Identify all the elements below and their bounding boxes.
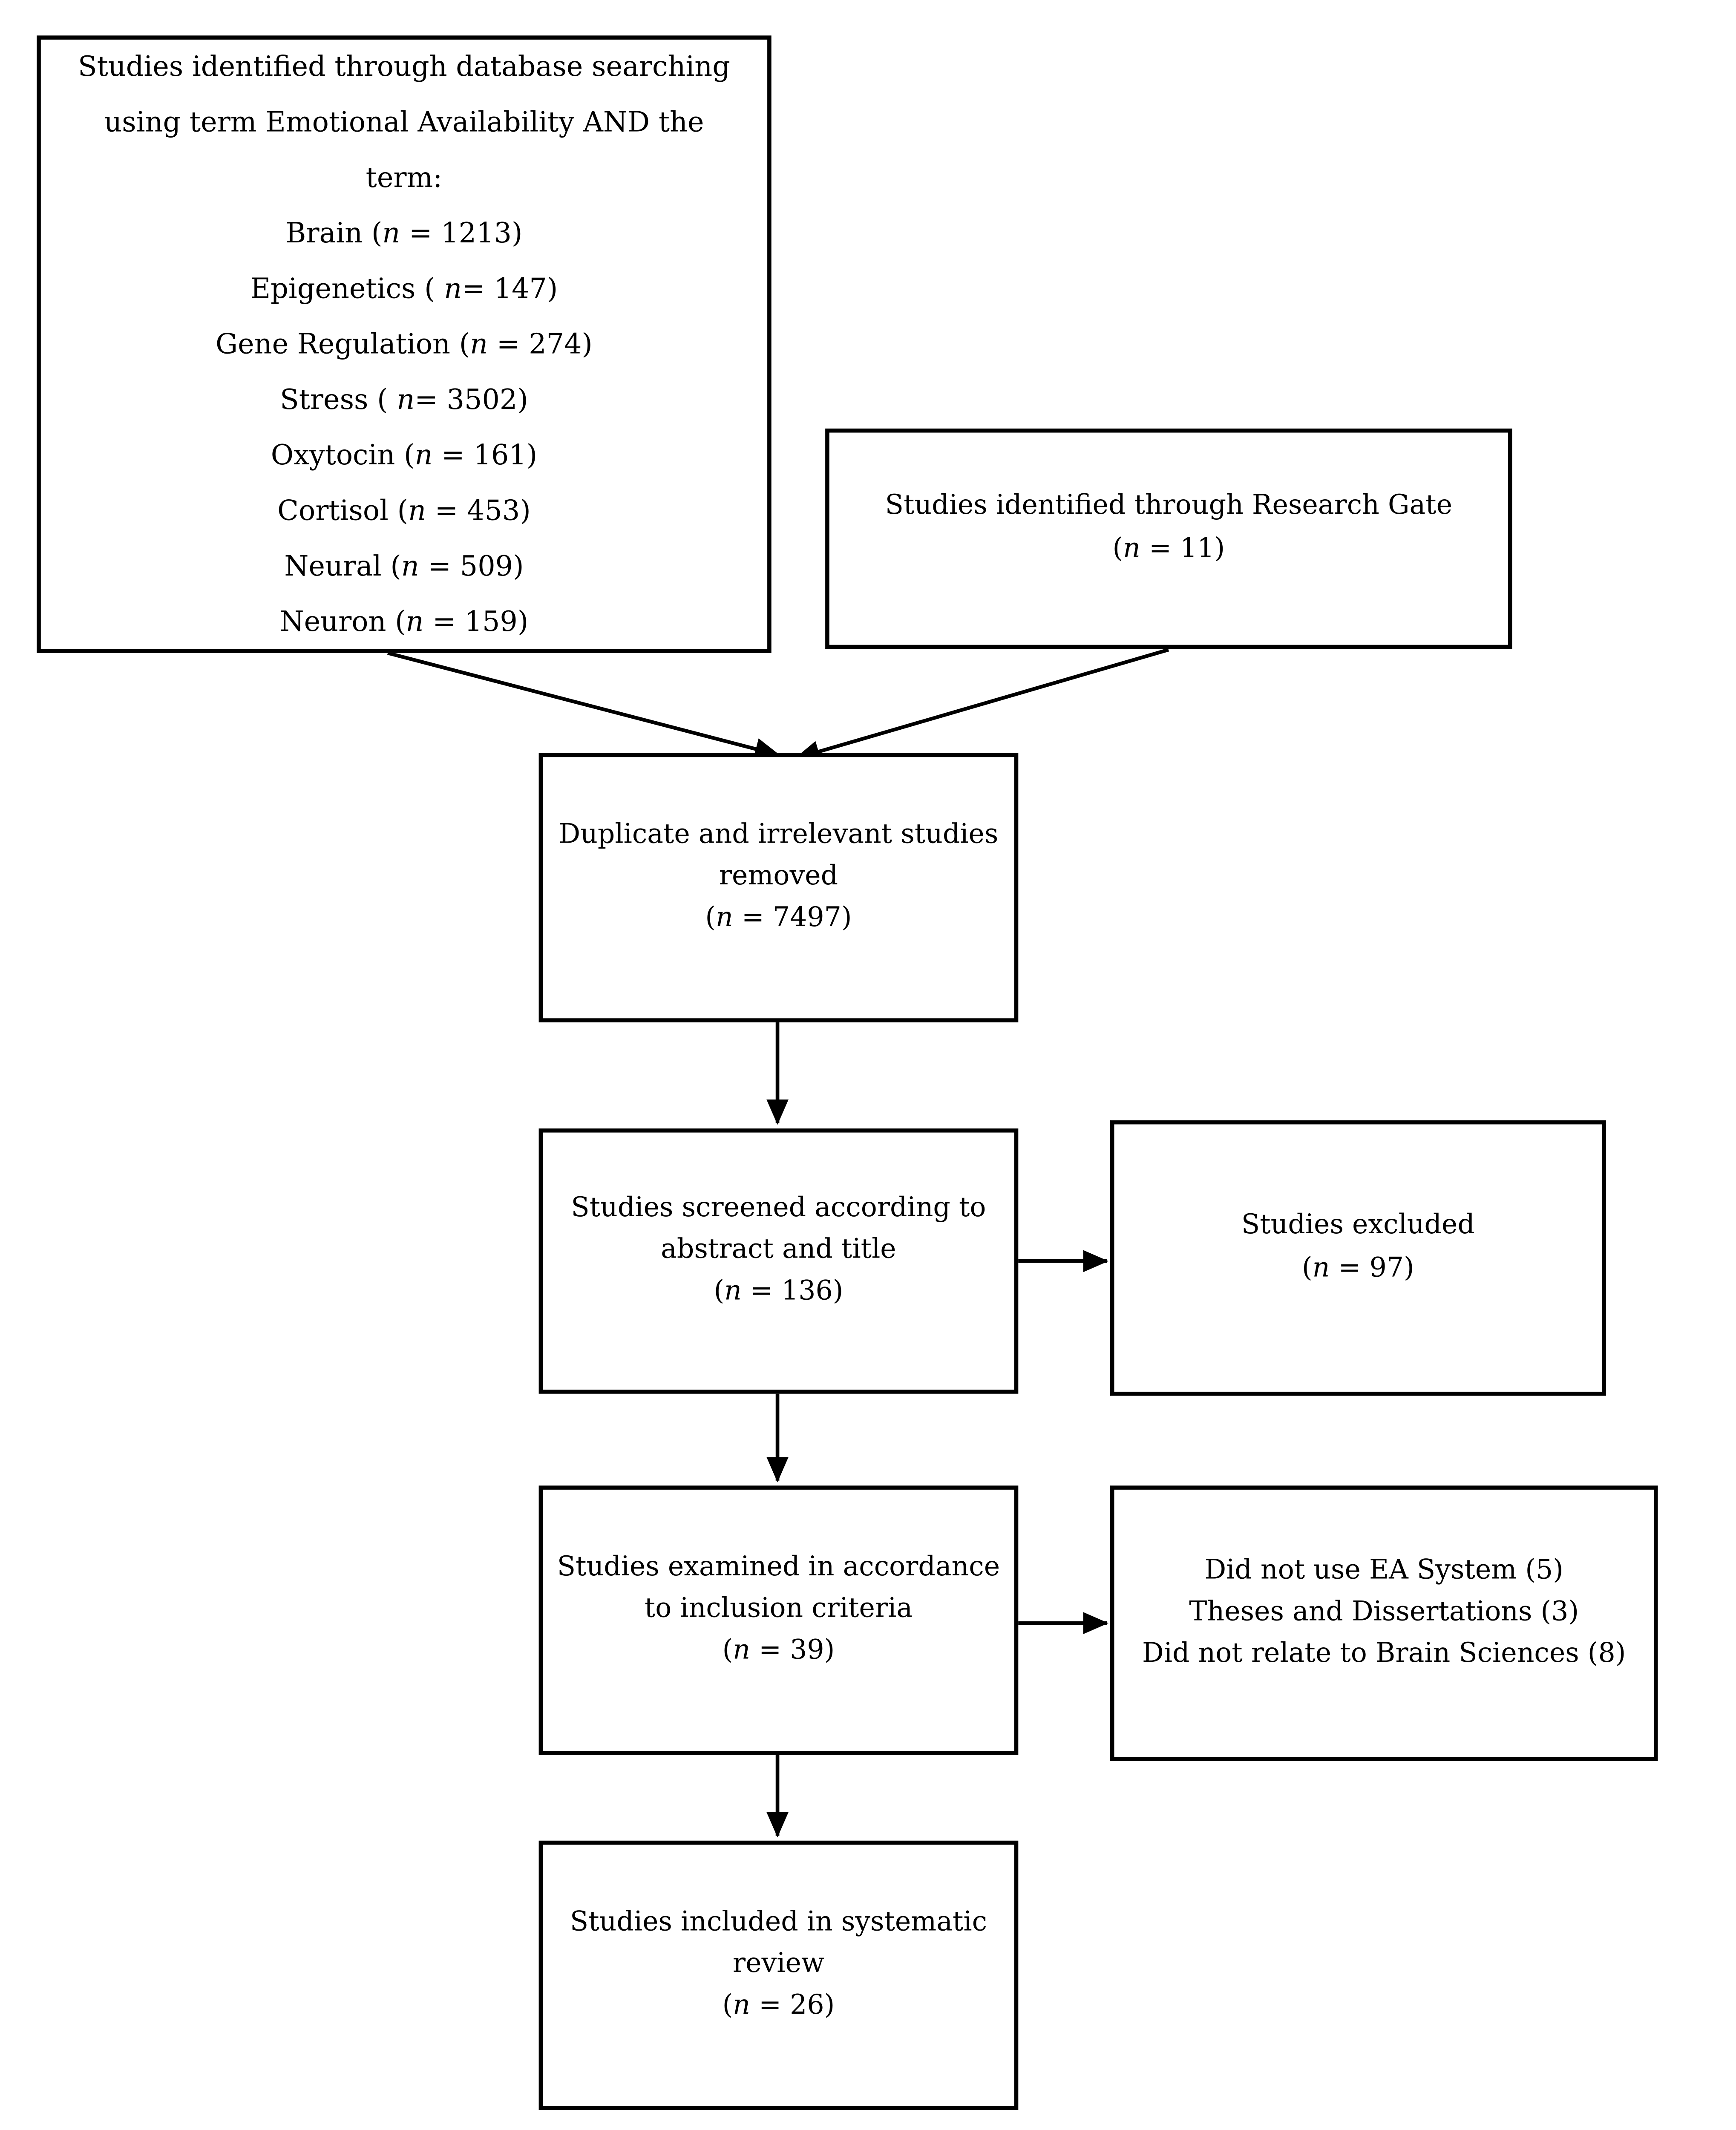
box-studies-excluded-text: Studies excluded (n = 97) xyxy=(1241,1203,1475,1289)
box-screened: Studies screened according to abstract an… xyxy=(538,1128,1019,1394)
text-line: using term Emotional Availability AND th… xyxy=(104,106,704,138)
text-line: Studies identified through database sear… xyxy=(78,50,730,83)
text-line: Gene Regulation (n = 274) xyxy=(216,328,593,360)
text-line: (n = 97) xyxy=(1302,1251,1414,1283)
prisma-flow-diagram: Studies identified through database sear… xyxy=(37,35,1658,2110)
text-line: Brain (n = 1213) xyxy=(285,217,523,249)
text-line: (n = 136) xyxy=(714,1274,844,1306)
box-inclusion-criteria: Studies examined in accordance to inclusi… xyxy=(538,1485,1019,1755)
text-line: Did not use EA System (5) xyxy=(1204,1553,1563,1585)
text-line: Studies included in systematic xyxy=(570,1905,987,1937)
box-screened-text: Studies screened according to abstract an… xyxy=(571,1186,986,1311)
box-research-gate-text: Studies identified through Research Gate… xyxy=(885,483,1452,570)
text-line: Stress ( n= 3502) xyxy=(280,383,528,416)
box-included: Studies included in systematic review (n =… xyxy=(538,1840,1019,2110)
box-research-gate: Studies identified through Research Gate… xyxy=(825,428,1512,649)
box-database-search-text: Studies identified through database sear… xyxy=(78,39,730,649)
text-line: (n = 7497) xyxy=(705,901,852,933)
text-line: term: xyxy=(366,161,443,194)
text-line: abstract and title xyxy=(661,1233,896,1265)
box-included-text: Studies included in systematic review (n =… xyxy=(570,1901,987,2026)
text-line: Studies examined in accordance xyxy=(557,1550,1000,1582)
text-line: Theses and Dissertations (3) xyxy=(1189,1595,1579,1627)
box-inclusion-criteria-text: Studies examined in accordance to inclusi… xyxy=(557,1546,1000,1670)
text-line: (n = 26) xyxy=(722,1989,835,2021)
text-line: Studies screened according to xyxy=(571,1191,986,1223)
text-line: Duplicate and irrelevant studies xyxy=(559,817,999,849)
text-line: Cortisol (n = 453) xyxy=(277,494,531,527)
flow-arrows xyxy=(387,648,1169,1838)
text-line: Oxytocin (n = 161) xyxy=(271,439,538,472)
text-line: review xyxy=(732,1947,825,1979)
box-duplicates-removed: Duplicate and irrelevant studies removed (… xyxy=(538,753,1019,1022)
text-line: Studies excluded xyxy=(1241,1208,1475,1240)
box-database-search: Studies identified through database sear… xyxy=(37,35,772,653)
text-line: removed xyxy=(719,859,838,891)
text-line: Studies identified through Research Gate xyxy=(885,489,1452,521)
text-line: Did not relate to Brain Sciences (8) xyxy=(1142,1637,1626,1668)
text-line: Neuron (n = 159) xyxy=(279,605,529,638)
text-line: to inclusion criteria xyxy=(644,1592,913,1624)
box-exclusion-reasons-text: Did not use EA System (5) Theses and Diss… xyxy=(1142,1549,1626,1673)
text-line: Neural (n = 509) xyxy=(284,550,524,582)
text-line: Epigenetics ( n= 147) xyxy=(250,272,558,305)
text-line: (n = 11) xyxy=(1112,532,1225,564)
text-line: (n = 39) xyxy=(722,1634,835,1665)
arrow-database-to-duplicates xyxy=(387,651,780,760)
box-exclusion-reasons: Did not use EA System (5) Theses and Diss… xyxy=(1110,1485,1658,1761)
arrow-researchgate-to-duplicates xyxy=(794,648,1169,763)
box-studies-excluded: Studies excluded (n = 97) xyxy=(1110,1120,1606,1396)
box-duplicates-removed-text: Duplicate and irrelevant studies removed (… xyxy=(559,813,998,938)
